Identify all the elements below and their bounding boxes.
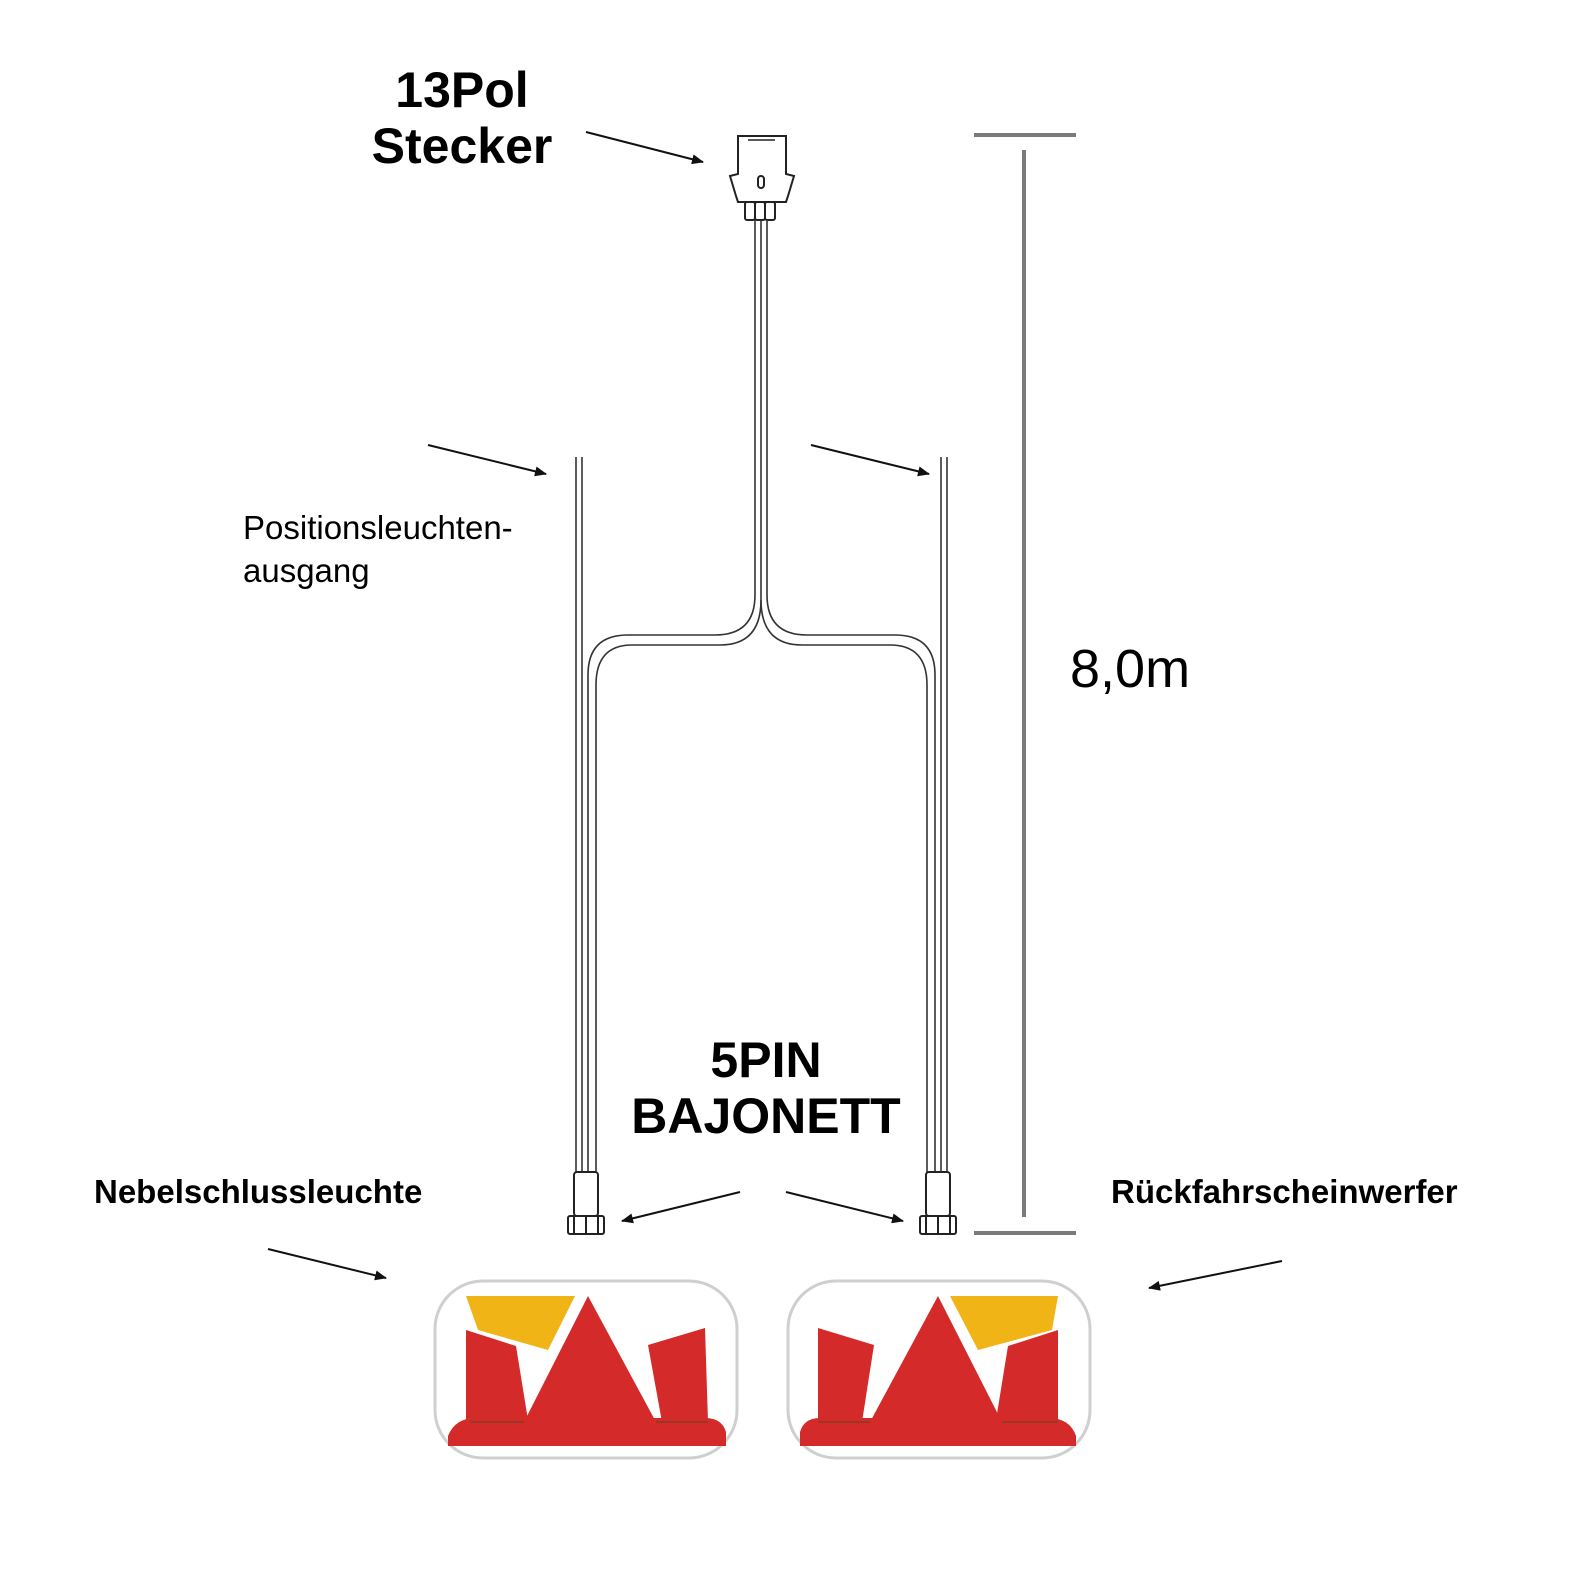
left-lamp-icon [433, 1279, 739, 1460]
arrow-to-left-bayonet [621, 1191, 741, 1224]
bayonet-label-line1: 5PIN [710, 1032, 822, 1088]
arrow-to-plug [585, 131, 704, 165]
main-cable [587, 220, 936, 1172]
13pol-plug-icon [728, 135, 796, 221]
arrow-to-left-output [427, 444, 547, 477]
position-output-label: Positionsleuchten- ausgang [243, 507, 513, 593]
bayonet-label-line2: BAJONETT [631, 1088, 901, 1144]
connector-label: 13Pol Stecker [352, 62, 572, 174]
length-label: 8,0m [1070, 639, 1191, 699]
arrow-to-left-lamp [267, 1248, 387, 1281]
arrow-to-right-bayonet [785, 1191, 904, 1224]
connector-label-line2: Stecker [371, 118, 553, 174]
left-lamp-label: Nebelschlussleuchte [94, 1173, 423, 1210]
connector-label-line1: 13Pol [395, 62, 529, 118]
position-output-label-line2: ausgang [243, 551, 370, 589]
length-dimension-line [974, 133, 1076, 1235]
bayonet-connector-left-icon [567, 1171, 605, 1235]
arrow-to-right-output [810, 444, 930, 477]
position-output-wires [575, 457, 948, 1172]
bayonet-connector-right-icon [919, 1171, 957, 1235]
arrow-to-right-lamp [1148, 1260, 1283, 1291]
right-lamp-icon [786, 1279, 1092, 1460]
position-output-label-line1: Positionsleuchten- [243, 509, 513, 546]
right-lamp-label: Rückfahrscheinwerfer [1111, 1173, 1458, 1210]
bayonet-label: 5PIN BAJONETT [606, 1032, 926, 1144]
pointer-arrows [267, 131, 1283, 1291]
